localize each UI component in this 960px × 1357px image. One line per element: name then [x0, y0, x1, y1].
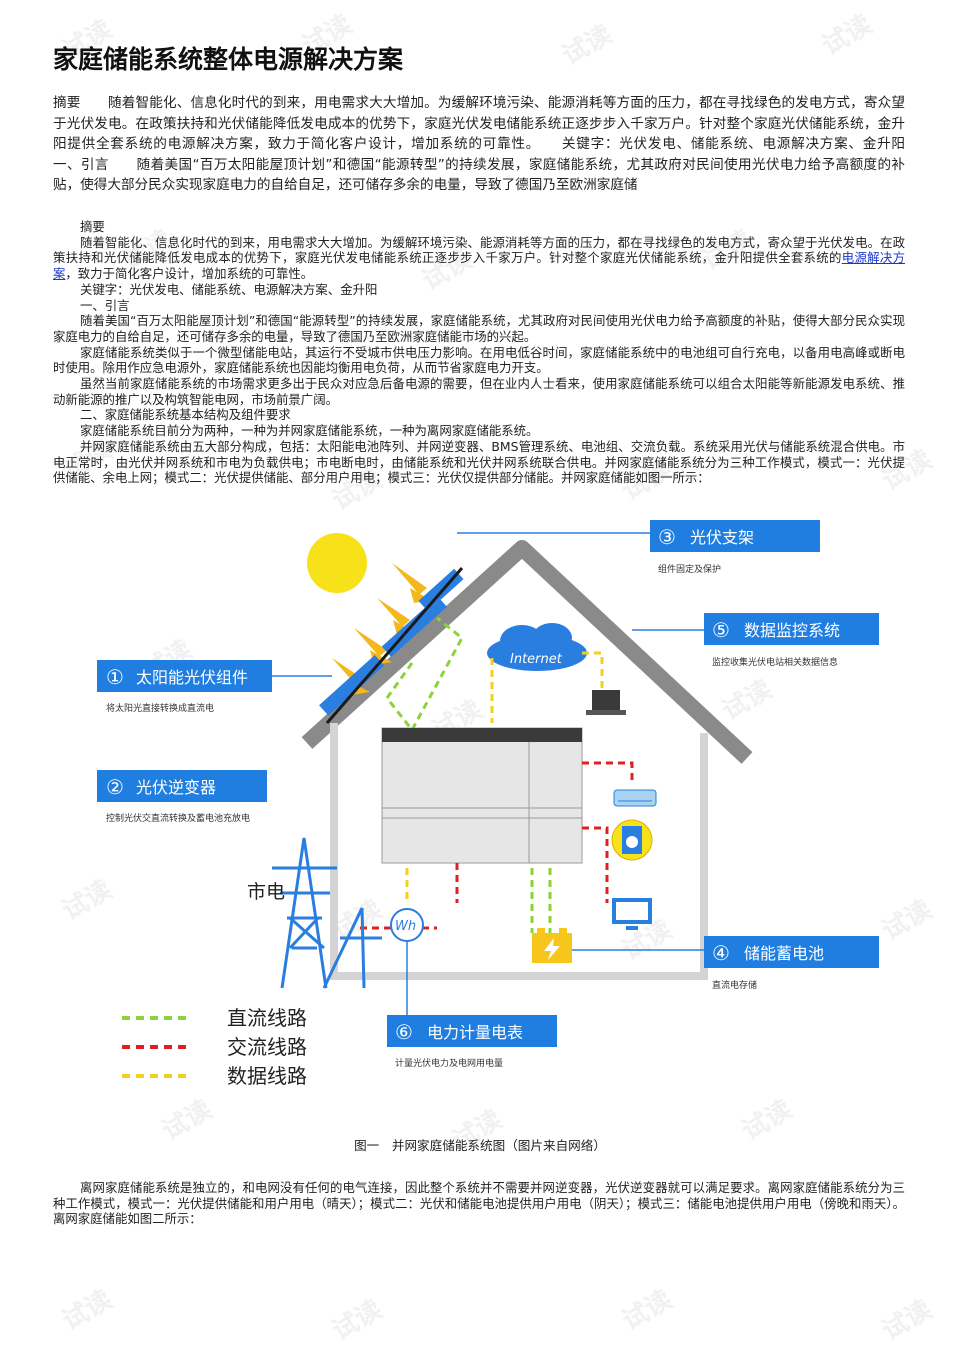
svg-text:计量光伏电力及电网用电量: 计量光伏电力及电网用电量 — [395, 1057, 503, 1069]
article-body: 摘要 随着智能化、信息化时代的到来，用电需求大大增加。为缓解环境污染、能源消耗等… — [53, 219, 905, 486]
section-heading-abstract: 摘要 — [80, 219, 105, 234]
legend-ac: 交流线路 — [227, 1035, 307, 1059]
svg-text:⑤: ⑤ — [712, 618, 730, 642]
watermark-text: 试读 — [57, 1284, 118, 1337]
callout-6: ⑥ 电力计量电表 计量光伏电力及电网用电量 — [387, 941, 557, 1069]
callout-3: ③ 光伏支架 组件固定及保护 — [457, 520, 820, 575]
figure-caption: 图一 并网家庭储能系统图（图片来自网络） — [354, 1138, 606, 1153]
solution-link[interactable]: 电源解决方案 — [53, 250, 906, 282]
paragraph: 随着智能化、信息化时代的到来，用电需求大大增加。为缓解环境污染、能源消耗等方面的… — [53, 234, 906, 282]
svg-text:直流电存储: 直流电存储 — [712, 979, 757, 991]
legend-data: 数据线路 — [227, 1064, 307, 1088]
internet-cloud-icon: Internet — [487, 623, 587, 671]
energy-storage-cabinet — [381, 727, 583, 864]
svg-text:数据监控系统: 数据监控系统 — [744, 621, 840, 640]
svg-text:光伏支架: 光伏支架 — [690, 528, 754, 547]
svg-text:将太阳光直接转换成直流电: 将太阳光直接转换成直流电 — [106, 702, 214, 714]
svg-text:⑥: ⑥ — [395, 1020, 413, 1044]
svg-text:控制光伏交直流转换及蓄电池充放电: 控制光伏交直流转换及蓄电池充放电 — [106, 812, 250, 824]
watermark-text: 试读 — [617, 1284, 678, 1337]
article-body-continued: 离网家庭储能系统是独立的，和电网没有任何的电气连接，因此整个系统并不需要并网逆变… — [53, 1180, 905, 1227]
house-wall — [330, 723, 708, 980]
svg-text:③: ③ — [658, 525, 676, 549]
solar-panel-icon — [319, 567, 464, 724]
section-heading-structure: 二、家庭储能系统基本结构及组件要求 — [80, 407, 291, 423]
svg-text:④: ④ — [712, 941, 730, 965]
keywords: 关键字：光伏发电、储能系统、电源解决方案、金升阳 — [80, 281, 378, 297]
svg-text:Wh: Wh — [395, 919, 416, 934]
legend: 直流线路 交流线路 数据线路 — [122, 1006, 307, 1088]
watermark-text: 试读 — [327, 1294, 388, 1347]
svg-text:Internet: Internet — [510, 652, 563, 667]
grid-label: 市电 — [247, 881, 285, 903]
laptop-icon — [592, 690, 620, 710]
svg-text:电力计量电表: 电力计量电表 — [427, 1023, 523, 1042]
paragraph: 随着美国“百万太阳能屋顶计划”和德国“能源转型”的持续发展，家庭储能系统，尤其政… — [53, 313, 905, 344]
paragraph: 虽然当前家庭储能系统的市场需求更多出于民众对应急后备电源的需要，但在业内人士看来… — [53, 376, 905, 407]
section-heading-intro: 一、引言 — [80, 297, 130, 313]
abstract-summary: 摘要 随着智能化、信息化时代的到来，用电需求大大增加。为缓解环境污染、能源消耗等… — [53, 95, 933, 193]
paragraph: 并网家庭储能系统由五大部分构成，包括：太阳能电池阵列、并网逆变器、BMS管理系统… — [53, 438, 905, 486]
paragraph: 家庭储能系统目前分为两种，一种为并网家庭储能系统，一种为离网家庭储能系统。 — [80, 423, 539, 439]
callout-2: ② 光伏逆变器 控制光伏交直流转换及蓄电池充放电 — [97, 770, 267, 824]
legend-dc: 直流线路 — [227, 1006, 307, 1030]
watermark-text: 试读 — [877, 1294, 938, 1347]
callout-4: ④ 储能蓄电池 直流电存储 — [572, 936, 879, 991]
svg-text:组件固定及保护: 组件固定及保护 — [658, 563, 721, 575]
callout-1: ① 太阳能光伏组件 将太阳光直接转换成直流电 — [97, 660, 332, 714]
svg-text:太阳能光伏组件: 太阳能光伏组件 — [136, 668, 248, 687]
paragraph: 离网家庭储能系统是独立的，和电网没有任何的电气连接，因此整个系统并不需要并网逆变… — [53, 1180, 905, 1227]
watermark-text: 试读 — [817, 9, 878, 62]
callout-5: ⑤ 数据监控系统 监控收集光伏电站相关数据信息 — [632, 613, 879, 668]
sun-icon — [307, 533, 367, 593]
paragraph: 家庭储能系统类似于一个微型储能电站，其运行不受城市供电压力影响。在用电低谷时间，… — [53, 344, 905, 376]
television-icon — [612, 898, 652, 930]
svg-text:监控收集光伏电站相关数据信息: 监控收集光伏电站相关数据信息 — [712, 656, 838, 668]
power-tower-icon — [272, 837, 382, 989]
air-conditioner-icon — [613, 789, 657, 807]
system-diagram: Internet — [92, 508, 892, 1108]
svg-text:光伏逆变器: 光伏逆变器 — [136, 778, 216, 797]
washing-machine-icon — [611, 819, 653, 861]
electric-meter-icon: Wh — [390, 908, 424, 942]
watermark-text: 试读 — [557, 19, 618, 72]
house-roof — [301, 540, 753, 764]
svg-text:①: ① — [106, 665, 124, 689]
battery-icon — [532, 928, 572, 963]
page-title: 家庭储能系统整体电源解决方案 — [53, 45, 404, 74]
svg-text:储能蓄电池: 储能蓄电池 — [744, 944, 824, 963]
svg-text:②: ② — [106, 775, 124, 799]
